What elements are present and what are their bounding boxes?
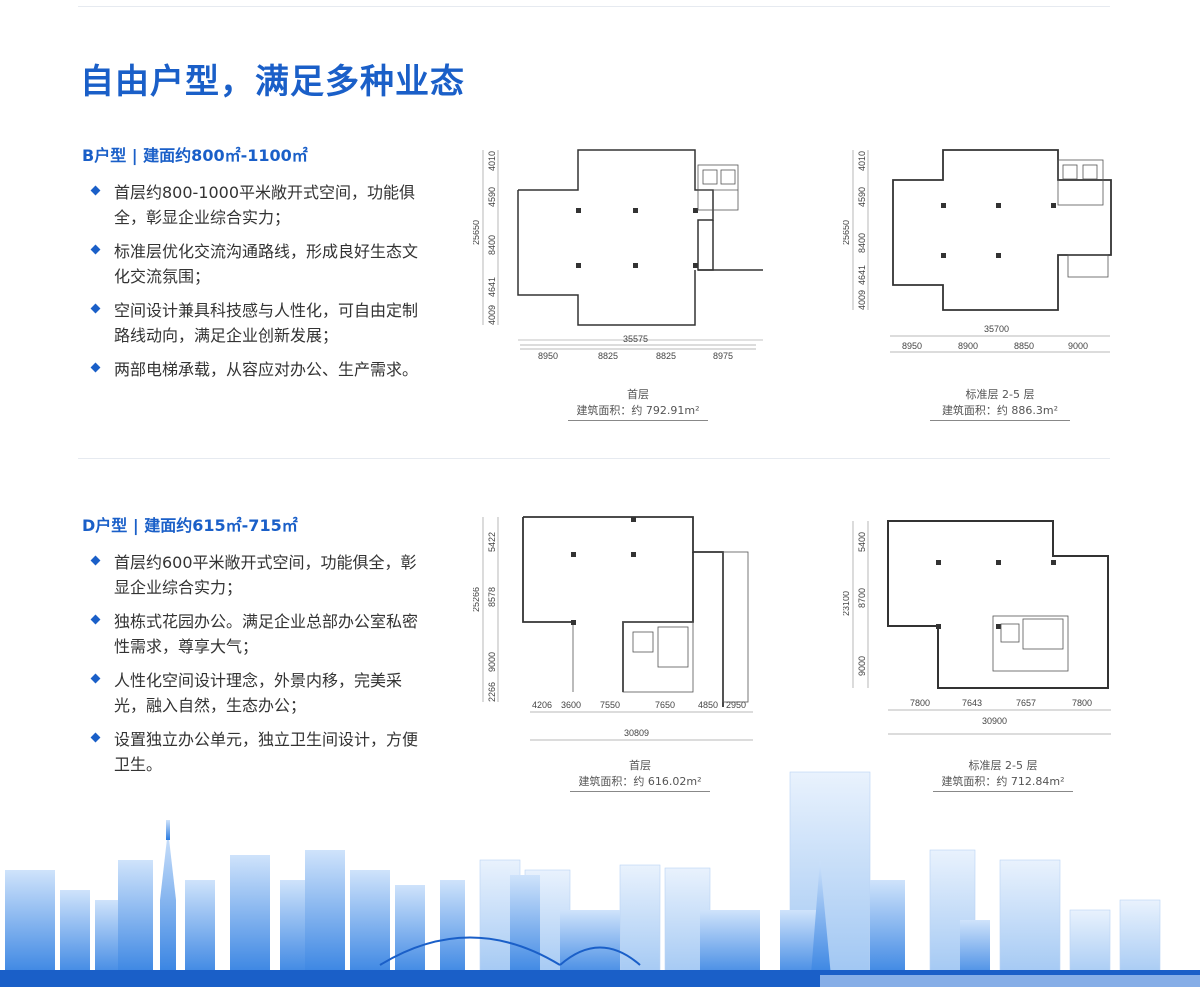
dimension-label: 4009 <box>857 290 867 310</box>
plan-name: 标准层 2-5 层 <box>968 759 1038 772</box>
dimension-label: 5422 <box>487 532 497 552</box>
section-divider <box>78 458 1110 459</box>
b-standard-floor-plan: 25650 4010 4590 8400 4641 4009 <box>843 145 1113 365</box>
dimension-label: 4009 <box>487 305 497 325</box>
dimension-label: 4590 <box>487 187 497 207</box>
list-item: 首层约600平米敞开式空间，功能俱全，彰显企业综合实力； <box>90 550 422 600</box>
dimension-label: 2266 <box>487 682 497 702</box>
list-item: 标准层优化交流沟通路线，形成良好生态文化交流氛围； <box>90 239 422 289</box>
b-type-heading: B户型 | 建面约800㎡-1100㎡ <box>82 146 308 165</box>
dimension-label: 8400 <box>487 235 497 255</box>
b-ground-caption: 首层 建筑面积：约 792.91m² <box>568 386 708 421</box>
dimension-label: 8975 <box>713 351 733 361</box>
dimension-label: 30809 <box>624 728 649 738</box>
section-d-type: D户型 | 建面约615㎡-715㎡ 首层约600平米敞开式空间，功能俱全，彰显… <box>78 500 1111 800</box>
dimension-label: 35700 <box>984 324 1009 334</box>
dimension-label: 9000 <box>1068 341 1088 351</box>
plan-area: 建筑面积：约 712.84m² <box>933 773 1073 792</box>
dimension-label: 7800 <box>910 698 930 708</box>
dimension-label: 4010 <box>857 151 867 171</box>
dimension-label: 25650 <box>843 220 851 245</box>
dimension-label: 7550 <box>600 700 620 710</box>
dimension-label: 4206 <box>532 700 552 710</box>
plan-area: 建筑面积：约 886.3m² <box>930 402 1070 421</box>
dimension-label: 4010 <box>487 151 497 171</box>
dimension-label: 8400 <box>857 233 867 253</box>
diamond-bullet-icon <box>90 185 101 196</box>
dimension-label: 8950 <box>902 341 922 351</box>
d-standard-floor-plan: 23100 5400 8700 9000 <box>843 516 1123 696</box>
dimension-label: 8950 <box>538 351 558 361</box>
dimension-label: 7800 <box>1072 698 1092 708</box>
dimension-label: 25650 <box>473 220 481 245</box>
diamond-bullet-icon <box>90 244 101 255</box>
dimension-label: 23100 <box>843 591 851 616</box>
list-item: 首层约800-1000平米敞开式空间，功能俱全，彰显企业综合实力； <box>90 180 422 230</box>
list-item: 独栋式花园办公。满足企业总部办公室私密性需求，尊享大气； <box>90 609 422 659</box>
dimension-label: 4590 <box>857 187 867 207</box>
diamond-bullet-icon <box>90 303 101 314</box>
dimension-label: 4641 <box>857 265 867 285</box>
plan-area: 建筑面积：约 616.02m² <box>570 773 710 792</box>
plan-area: 建筑面积：约 792.91m² <box>568 402 708 421</box>
dimension-label: 35575 <box>623 335 648 344</box>
dimension-label: 8900 <box>958 341 978 351</box>
dimension-label: 7650 <box>655 700 675 710</box>
diamond-bullet-icon <box>90 555 101 566</box>
dimension-label: 8578 <box>487 587 497 607</box>
dimension-label: 9000 <box>487 652 497 672</box>
d-type-heading: D户型 | 建面约615㎡-715㎡ <box>82 516 298 535</box>
d-type-bullets: 首层约600平米敞开式空间，功能俱全，彰显企业综合实力； 独栋式花园办公。满足企… <box>90 550 422 786</box>
dimension-label: 4850 <box>698 700 718 710</box>
dimension-label: 7657 <box>1016 698 1036 708</box>
dimension-label: 30900 <box>982 716 1007 726</box>
dimension-label: 5400 <box>857 532 867 552</box>
b-standard-caption: 标准层 2-5 层 建筑面积：约 886.3m² <box>930 386 1070 421</box>
dimension-label: 9000 <box>857 656 867 676</box>
plan-name: 首层 <box>629 759 651 772</box>
dimension-label: 4641 <box>487 277 497 297</box>
dimension-label: 8700 <box>857 588 867 608</box>
dimension-label: 3600 <box>561 700 581 710</box>
top-divider <box>78 6 1110 7</box>
diamond-bullet-icon <box>90 362 101 373</box>
list-item: 设置独立办公单元，独立卫生间设计，方便卫生。 <box>90 727 422 777</box>
d-ground-floor-plan: 25266 5422 8578 9000 2266 <box>473 512 763 707</box>
b-standard-width-dims: 35700 8950 8900 8850 9000 <box>890 324 1110 353</box>
dimension-label: 7643 <box>962 698 982 708</box>
plan-name: 标准层 2-5 层 <box>965 388 1035 401</box>
section-b-type: B户型 | 建面约800㎡-1100㎡ 首层约800-1000平米敞开式空间，功… <box>78 130 1113 450</box>
diamond-bullet-icon <box>90 732 101 743</box>
plan-name: 首层 <box>627 388 649 401</box>
d-standard-width-dims: 7800 7643 7657 7800 30900 <box>888 698 1111 735</box>
d-standard-caption: 标准层 2-5 层 建筑面积：约 712.84m² <box>933 757 1073 792</box>
diamond-bullet-icon <box>90 673 101 684</box>
b-ground-width-dims: 35575 8950 8825 8825 8975 <box>520 335 756 361</box>
list-item: 两部电梯承载，从容应对办公、生产需求。 <box>90 357 422 382</box>
city-skyline-illustration <box>0 771 1200 987</box>
page-title: 自由户型，满足多种业态 <box>80 62 465 102</box>
list-item: 空间设计兼具科技感与人性化，可自由定制路线动向，满足企业创新发展； <box>90 298 422 348</box>
dimension-label: 25266 <box>473 587 481 612</box>
d-ground-width-dims: 4206 3600 7550 7650 4850 2950 30809 <box>530 700 753 741</box>
b-type-bullets: 首层约800-1000平米敞开式空间，功能俱全，彰显企业综合实力； 标准层优化交… <box>90 180 422 391</box>
list-item: 人性化空间设计理念，外景内移，完美采光，融入自然，生态办公； <box>90 668 422 718</box>
diamond-bullet-icon <box>90 614 101 625</box>
b-ground-floor-plan: 25650 4010 4590 8400 4641 4009 <box>473 145 763 365</box>
dimension-label: 8825 <box>598 351 618 361</box>
d-ground-caption: 首层 建筑面积：约 616.02m² <box>570 757 710 792</box>
dimension-label: 8825 <box>656 351 676 361</box>
dimension-label: 8850 <box>1014 341 1034 351</box>
dimension-label: 2950 <box>726 700 746 710</box>
